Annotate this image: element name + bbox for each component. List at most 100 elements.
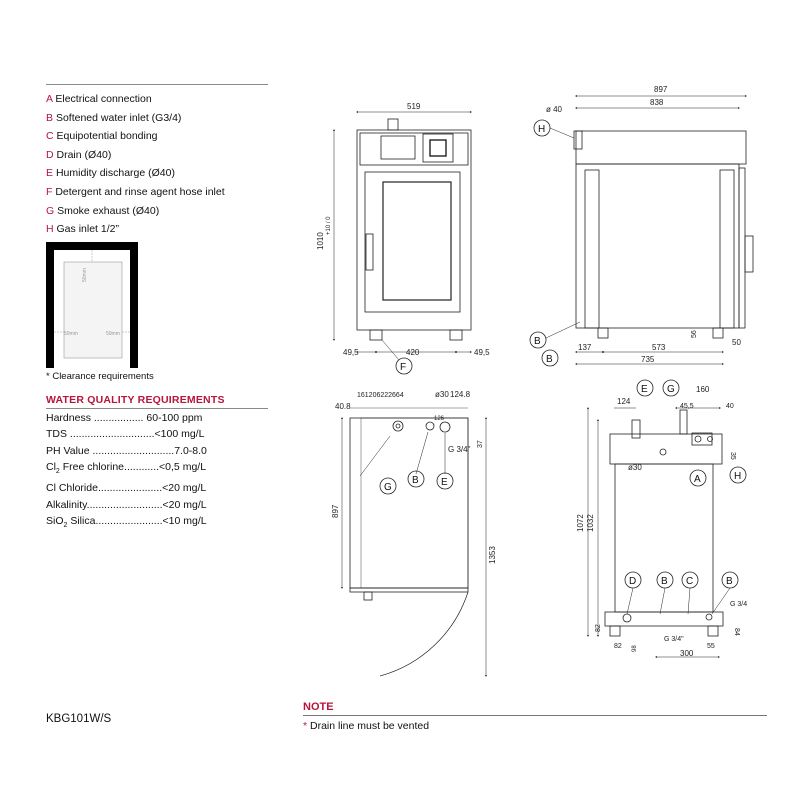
legend-item-g: G Smoke exhaust (Ø40)	[46, 204, 160, 217]
rear-foot-right	[707, 625, 719, 637]
rear-height-a-label: 1072	[576, 514, 585, 532]
rear-view	[587, 379, 747, 658]
side-base-width-label: 735	[641, 355, 655, 364]
side-column-right	[719, 169, 735, 329]
side-total-width-label: 897	[654, 85, 668, 94]
legend-item-b: B Softened water inlet (G3/4)	[46, 111, 182, 124]
rear-thread-right: G 3/4	[730, 601, 747, 608]
wq-row-alkalinity: Alkalinity..........................<20 …	[46, 498, 207, 511]
side-callout-b2-circle	[541, 349, 559, 367]
front-callout-f: F	[400, 362, 406, 373]
water-quality-rule	[46, 408, 268, 409]
front-knob	[429, 139, 447, 157]
top-smoke-port-inner	[395, 423, 401, 429]
rear-callout-d-leader	[626, 587, 634, 615]
top-door-hinge	[363, 591, 373, 601]
rear-callout-h: H	[734, 471, 741, 482]
side-bottom-c-label: 56	[691, 330, 698, 338]
top-callout-b-leader	[415, 431, 429, 475]
front-door-handle	[365, 233, 374, 271]
rear-top-panel	[609, 433, 723, 465]
rear-dim-300: 300	[680, 649, 694, 658]
rear-callout-b1: B	[661, 576, 668, 587]
top-door-swing-arc	[379, 591, 469, 677]
side-callout-h-leader	[549, 127, 575, 139]
rear-dim-45-5: 45,5	[680, 403, 694, 410]
top-callout-g: G	[384, 482, 392, 493]
side-upper-width-label: 838	[650, 98, 664, 107]
rear-callout-c: C	[686, 576, 693, 587]
side-handle	[744, 235, 754, 273]
rear-dim-160: 160	[696, 385, 710, 394]
front-left-offset-label: 49,5	[343, 348, 359, 357]
wq-row-ph: PH Value ............................7.0…	[46, 444, 207, 457]
rear-dim-82b: 82	[614, 643, 622, 650]
side-callout-b2: B	[546, 354, 553, 365]
rear-dim-98: 98	[632, 645, 638, 652]
rear-callout-e: E	[641, 384, 648, 395]
legend-top-rule	[46, 84, 268, 85]
front-center-label: 420	[406, 348, 420, 357]
legend-item-f: F Detergent and rinse agent hose inlet	[46, 185, 225, 198]
rear-height-b-label: 1032	[586, 514, 595, 532]
top-callout-e: E	[441, 477, 448, 488]
water-quality-title: WATER QUALITY REQUIREMENTS	[46, 394, 225, 406]
top-callout-b-circle	[407, 470, 425, 488]
front-door	[364, 171, 461, 313]
top-callout-b: B	[412, 475, 419, 486]
front-body	[356, 129, 472, 331]
legend-item-c: C Equipotential bonding	[46, 130, 158, 143]
legend-item-e: E Humidity discharge (Ø40)	[46, 167, 175, 180]
side-bottom-d-label: 50	[732, 338, 741, 347]
top-humidity-port	[439, 421, 451, 433]
top-callout-g-circle	[379, 477, 397, 495]
front-callout-circle	[395, 357, 413, 375]
top-thread-label: G 3/4"	[448, 445, 471, 454]
rear-humidity-pipe	[631, 419, 641, 439]
legend-item-a: A Electrical connection	[46, 93, 152, 105]
top-water-port	[425, 421, 435, 431]
wq-row-silica: SiO2 Silica.......................<10 mg…	[46, 514, 207, 529]
rear-gas-port	[707, 436, 713, 442]
side-bottom-b-label: 573	[652, 343, 666, 352]
wq-row-tds: TDS .............................<100 mg…	[46, 428, 205, 441]
rear-callout-b2: B	[726, 576, 733, 587]
front-callout-leader	[381, 339, 400, 361]
top-dim-40-8: 40.8	[335, 402, 351, 411]
wq-row-chloride: Cl Chloride......................<20 mg/…	[46, 482, 207, 495]
rear-electrical-port	[694, 435, 702, 443]
water-quality-table: Hardness ................. 60-100 ppm TD…	[46, 410, 207, 534]
rear-callout-b2-leader	[711, 587, 731, 615]
legend-item-d: D Drain (Ø40)	[46, 148, 112, 161]
rear-dim-84: 84	[733, 628, 740, 636]
rear-callout-a: A	[694, 474, 701, 485]
model-number: KBG101W/S	[46, 713, 112, 725]
top-dim-dia30: ø30	[435, 390, 449, 399]
rear-callout-b1-leader	[659, 587, 666, 615]
rear-base	[604, 611, 724, 627]
rear-dim-40: 40	[726, 403, 734, 410]
top-inner	[360, 417, 469, 589]
rear-callout-g: G	[667, 384, 675, 395]
note-title: NOTE	[303, 701, 334, 713]
rear-dim-124: 124	[617, 397, 631, 406]
rear-callout-g-circle	[662, 379, 680, 397]
rear-drain-port	[622, 613, 632, 623]
top-depth-label: 897	[331, 504, 340, 518]
rear-water-port	[705, 613, 713, 621]
front-height-tol: +10 / 0	[326, 216, 332, 235]
clearance-caption: * Clearance requirements	[46, 371, 154, 382]
rear-port-30	[659, 448, 667, 456]
side-callout-b1-leader	[545, 321, 581, 339]
rear-smoke-pipe	[679, 409, 688, 435]
side-foot-left	[597, 327, 609, 339]
side-top-panel	[575, 130, 747, 165]
top-callout-e-circle	[436, 472, 454, 490]
side-bottom-a-label: 137	[578, 343, 592, 352]
side-callout-b1-circle	[529, 331, 547, 349]
side-callout-h-circle	[533, 119, 551, 137]
side-callout-b1: B	[534, 336, 541, 347]
front-width-label: 519	[407, 102, 421, 111]
rear-dim-82a: 82	[595, 624, 602, 632]
